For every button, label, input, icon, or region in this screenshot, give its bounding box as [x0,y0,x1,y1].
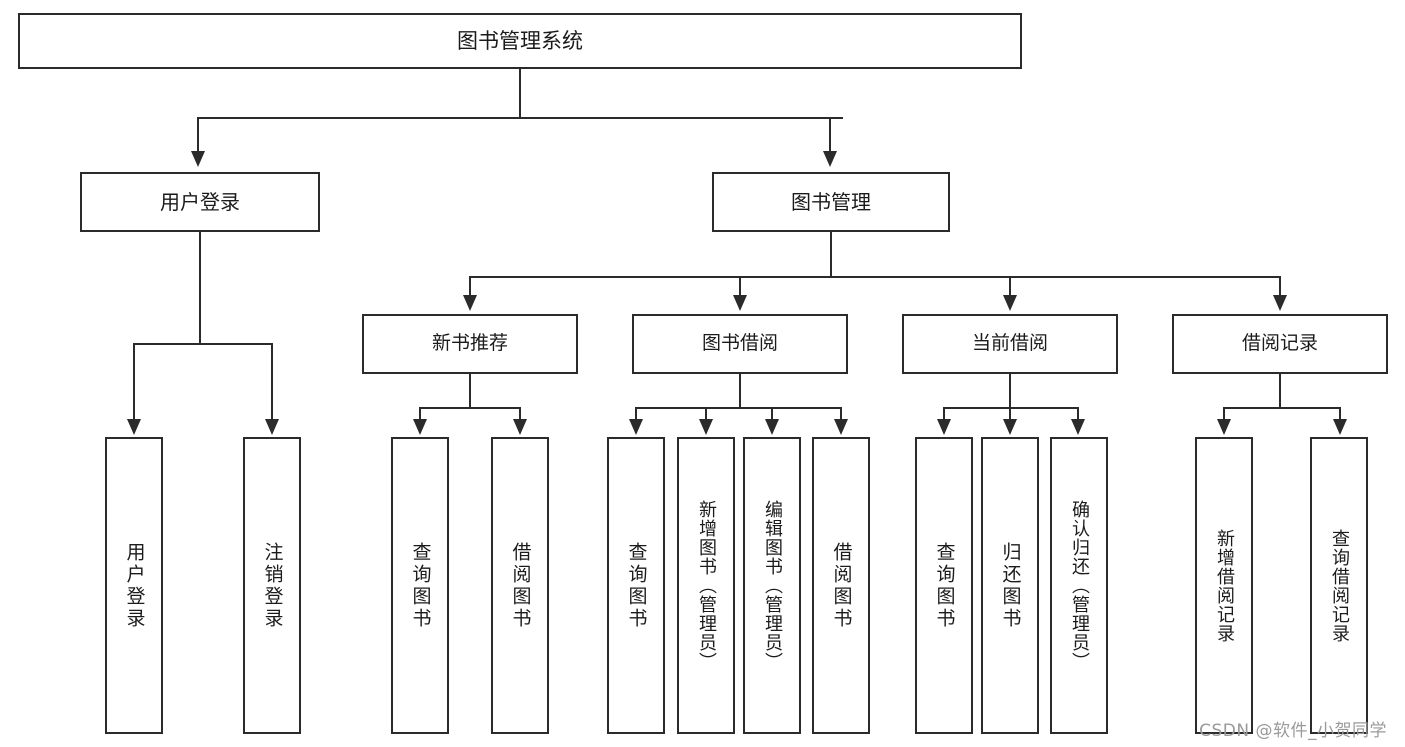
leaf-label: 查询图书 [625,541,648,630]
leaf-new-book-query[interactable]: 查询图书 [391,437,449,734]
node-book-borrow[interactable]: 图书借阅 [632,314,848,374]
connector-root-to-user-login [197,117,199,153]
connector-book-borrow-bus [635,407,841,409]
connector-user-login-drop-1 [133,343,135,421]
arrow-borrow-record-leaf-1 [1217,419,1231,435]
leaf-current-borrow-return[interactable]: 归还图书 [981,437,1039,734]
leaf-label: 新增借阅记录 [1214,528,1235,643]
connector-user-login-stem [199,232,201,344]
arrow-book-borrow-leaf-4 [834,419,848,435]
connector-borrow-record-stem [1279,374,1281,408]
leaf-book-borrow-query[interactable]: 查询图书 [607,437,665,734]
leaf-current-borrow-query[interactable]: 查询图书 [915,437,973,734]
arrow-new-book-leaf-2 [513,419,527,435]
leaf-book-borrow-add[interactable]: 新增图书（管理员） [677,437,735,734]
leaf-label: 用户登录 [123,541,146,630]
arrow-book-borrow-leaf-1 [629,419,643,435]
arrow-user-login-leaf-2 [265,419,279,435]
connector-borrow-record-drop-2 [1339,407,1341,421]
node-current-borrow[interactable]: 当前借阅 [902,314,1118,374]
leaf-label: 确认归还（管理员） [1069,500,1090,671]
node-borrow-record[interactable]: 借阅记录 [1172,314,1388,374]
leaf-label: 借阅图书 [830,541,853,630]
connector-book-mgmt-drop-2 [739,276,741,297]
leaf-label: 查询借阅记录 [1329,528,1350,643]
arrow-current-borrow-leaf-1 [937,419,951,435]
connector-book-borrow-drop-3 [771,407,773,421]
node-label: 图书借阅 [701,332,778,355]
arrow-book-borrow-leaf-2 [699,419,713,435]
connector-book-mgmt-bus [469,276,1281,278]
arrow-current-borrow-leaf-2 [1003,419,1017,435]
connector-current-borrow-stem [1009,374,1011,408]
arrow-book-borrow-leaf-3 [765,419,779,435]
connector-root-stem [519,69,521,118]
leaf-book-borrow-borrow[interactable]: 借阅图书 [812,437,870,734]
connector-book-mgmt-stem [830,232,832,277]
arrow-borrow-record-leaf-2 [1333,419,1347,435]
leaf-label: 借阅图书 [509,541,532,630]
node-label: 新书推荐 [431,332,508,355]
leaf-user-login-logout[interactable]: 注销登录 [243,437,301,734]
arrow-book-mgmt-to-borrow [733,295,747,311]
connector-book-borrow-drop-1 [635,407,637,421]
leaf-label: 查询图书 [409,541,432,630]
arrow-book-mgmt-to-new-book [463,295,477,311]
leaf-label: 注销登录 [261,541,284,630]
connector-user-login-bus [133,343,273,345]
node-user-login[interactable]: 用户登录 [80,172,320,232]
connector-borrow-record-drop-1 [1223,407,1225,421]
arrow-new-book-leaf-1 [413,419,427,435]
connector-current-borrow-drop-3 [1077,407,1079,421]
node-label: 借阅记录 [1241,332,1318,355]
node-label: 图书管理 [791,189,871,214]
connector-root-bus [197,117,843,119]
connector-book-mgmt-drop-1 [469,276,471,297]
node-label: 当前借阅 [971,332,1048,355]
connector-borrow-record-bus [1223,407,1341,409]
connector-book-mgmt-drop-4 [1279,276,1281,297]
connector-new-book-stem [469,374,471,408]
leaf-label: 新增图书（管理员） [696,500,717,671]
arrow-root-to-user-login [191,151,205,167]
node-new-book-recommend[interactable]: 新书推荐 [362,314,578,374]
connector-new-book-drop-1 [419,407,421,421]
connector-user-login-drop-2 [271,343,273,421]
leaf-label: 编辑图书（管理员） [762,500,783,671]
connector-new-book-bus [419,407,521,409]
connector-root-to-book-mgmt [829,117,831,153]
connector-book-borrow-drop-4 [840,407,842,421]
arrow-book-mgmt-to-record [1273,295,1287,311]
leaf-current-borrow-confirm-return[interactable]: 确认归还（管理员） [1050,437,1108,734]
arrow-book-mgmt-to-current [1003,295,1017,311]
leaf-new-book-borrow[interactable]: 借阅图书 [491,437,549,734]
leaf-label: 查询图书 [933,541,956,630]
connector-current-borrow-drop-2 [1009,407,1011,421]
leaf-book-borrow-edit[interactable]: 编辑图书（管理员） [743,437,801,734]
node-root-system[interactable]: 图书管理系统 [18,13,1022,69]
connector-book-mgmt-drop-3 [1009,276,1011,297]
arrow-user-login-leaf-1 [127,419,141,435]
arrow-current-borrow-leaf-3 [1071,419,1085,435]
connector-book-borrow-stem [739,374,741,408]
node-book-management[interactable]: 图书管理 [712,172,950,232]
connector-new-book-drop-2 [519,407,521,421]
connector-current-borrow-drop-1 [943,407,945,421]
leaf-label: 归还图书 [999,541,1022,630]
arrow-root-to-book-mgmt [823,151,837,167]
leaf-borrow-record-query[interactable]: 查询借阅记录 [1310,437,1368,734]
leaf-user-login-login[interactable]: 用户登录 [105,437,163,734]
leaf-borrow-record-add[interactable]: 新增借阅记录 [1195,437,1253,734]
node-label: 用户登录 [160,189,240,214]
node-label: 图书管理系统 [457,28,583,53]
connector-book-borrow-drop-2 [705,407,707,421]
